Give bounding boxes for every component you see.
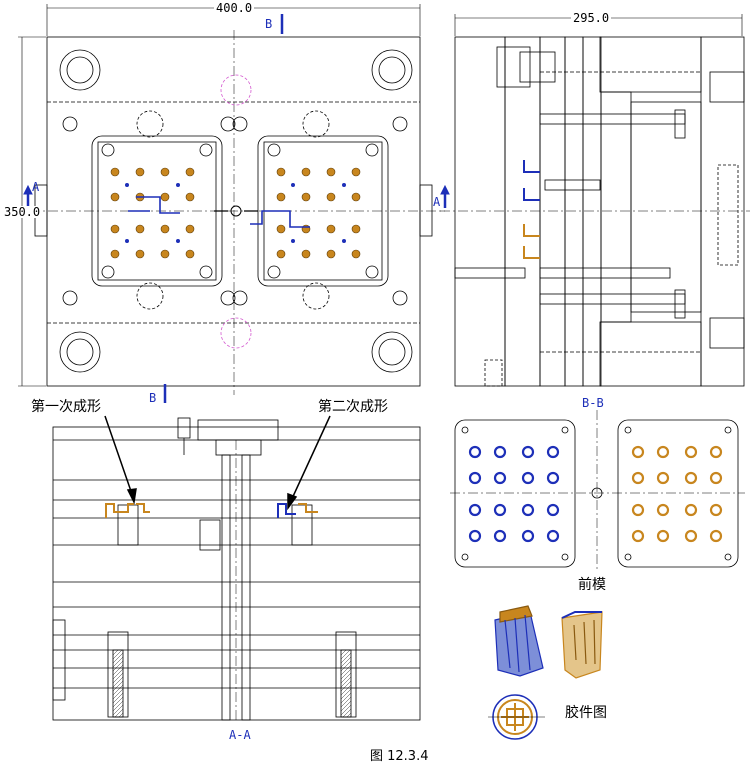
- section-bb-title: B-B: [582, 396, 604, 410]
- figure-caption: 图 12.3.4: [370, 749, 429, 764]
- front-mold-label: 前模: [578, 577, 606, 593]
- bb-left-cavities: [468, 445, 560, 543]
- dimension-side-width: 295.0: [571, 11, 612, 25]
- first-shot-label: 第一次成形: [31, 399, 101, 415]
- section-arrows: [23, 14, 450, 403]
- bb-right-cavities: [631, 445, 723, 543]
- aa-molded-parts: [105, 503, 318, 518]
- dimension-height: 350.0: [2, 205, 43, 219]
- plan-cavities-right: [214, 167, 361, 259]
- plan-view: [18, 4, 445, 395]
- section-aa-view: [52, 417, 421, 721]
- section-mark-b-top: B: [265, 17, 273, 31]
- part-3d-views: [488, 605, 603, 740]
- side-view: [440, 14, 750, 387]
- callout-arrows: [104, 415, 331, 511]
- section-bb-view: [450, 410, 745, 570]
- second-shot-label: 第二次成形: [318, 399, 388, 415]
- side-parts: [523, 160, 540, 259]
- section-mark-a-right: A: [433, 195, 441, 209]
- plan-cavities-left: [110, 167, 195, 259]
- section-mark-b-bottom: B: [149, 391, 157, 405]
- part-drawing-label: 胶件图: [565, 705, 607, 721]
- dimension-top-width: 400.0: [214, 1, 255, 15]
- section-aa-title: A-A: [229, 728, 251, 742]
- section-mark-a-left: A: [32, 180, 40, 194]
